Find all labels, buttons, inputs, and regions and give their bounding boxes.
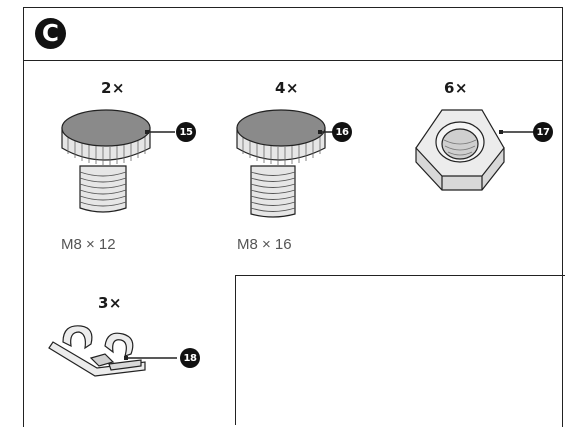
thumb-screw-long-icon — [236, 109, 348, 218]
section-badge: C — [35, 18, 66, 49]
cable-clip-icon — [48, 325, 177, 377]
parts-panel-frame — [23, 7, 563, 427]
part-15-quantity: 2× — [101, 79, 126, 97]
thumb-screw-short-icon — [61, 109, 175, 213]
hex-nut-icon — [415, 109, 536, 191]
part-15-callout: 15 — [176, 122, 196, 142]
part-16-size: M8 × 16 — [237, 236, 292, 253]
empty-subpanel — [235, 275, 565, 425]
part-17-quantity: 6× — [444, 79, 469, 97]
part-18-callout: 18 — [180, 348, 200, 368]
part-17-callout: 17 — [533, 122, 553, 142]
part-15-size: M8 × 12 — [61, 236, 116, 253]
header-divider — [23, 60, 563, 61]
part-16-callout: 16 — [332, 122, 352, 142]
part-18-quantity: 3× — [98, 294, 123, 312]
part-16-quantity: 4× — [275, 79, 300, 97]
